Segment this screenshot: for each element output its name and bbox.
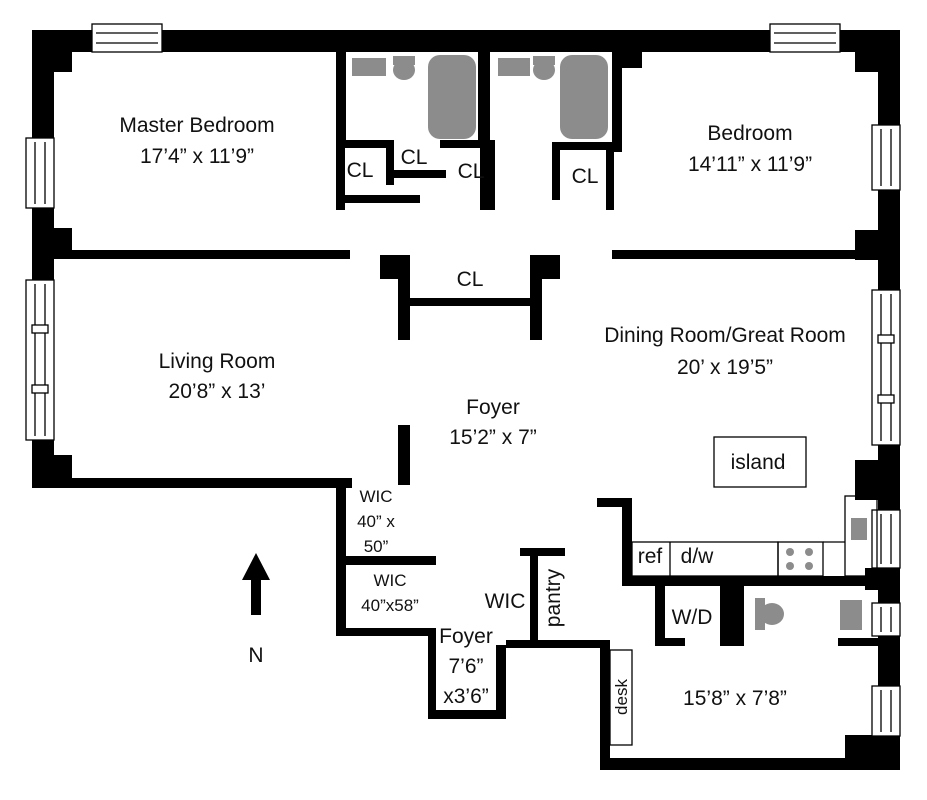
window-icon [871, 289, 901, 446]
island-label: island [731, 451, 786, 474]
room-dimensions: 14’11” x 11’9” [688, 153, 812, 176]
closet-label: WIC [373, 571, 406, 590]
room-dimensions: 15’2” x 7” [449, 426, 537, 449]
room-name: Master Bedroom [119, 114, 274, 137]
window-icon [871, 685, 901, 737]
window-icon [25, 279, 55, 441]
fixture-labels: island ref d/w W/D pantry desk [542, 451, 785, 715]
window-icon [871, 602, 901, 637]
kitchen-counter [631, 495, 878, 577]
room-dimensions: 20’8” x 13’ [169, 380, 266, 403]
closet-labels: CL CL CL CL CL WIC 40” x 50” WIC 40”x58”… [347, 146, 599, 615]
closet-dimensions: 50” [364, 537, 389, 556]
closet-label: CL [457, 268, 484, 291]
sink-icon [851, 518, 867, 540]
closet-label: CL [458, 160, 485, 183]
toilet-icon [533, 56, 555, 80]
dishwasher-label: d/w [681, 545, 715, 568]
room-dimensions: 20’ x 19’5” [677, 356, 773, 379]
bath-fixtures [352, 55, 867, 630]
closet-dimensions: 40” x [357, 512, 395, 531]
closet-dimensions: 40”x58” [361, 596, 419, 615]
toilet-icon [393, 56, 415, 80]
windows [25, 23, 901, 737]
stove-icon [786, 548, 813, 570]
room-name: Bedroom [707, 122, 792, 145]
room-name: Foyer [466, 396, 520, 419]
desk-counter [609, 649, 633, 746]
closet-label: CL [347, 159, 374, 182]
sink-icon [498, 58, 530, 76]
room-dimensions: 7’6” [448, 655, 483, 678]
closet-label: CL [572, 165, 599, 188]
bathtub-icon [560, 55, 608, 139]
window-icon [871, 509, 901, 569]
island [713, 436, 807, 488]
room-name: Foyer [439, 625, 493, 648]
window-icon [871, 124, 901, 191]
room-dimensions: 17’4” x 11’9” [140, 145, 254, 168]
room-name: Living Room [159, 350, 276, 373]
closet-label: CL [401, 146, 428, 169]
window-icon [769, 23, 841, 53]
room-dimensions: x3’6” [443, 685, 489, 708]
sink-icon [840, 600, 862, 630]
room-labels: Master Bedroom 17’4” x 11’9” Bedroom 14’… [119, 114, 845, 710]
window-icon [91, 23, 163, 53]
closet-label: WIC [485, 590, 526, 613]
window-icon [25, 137, 55, 209]
room-dimensions: 15’8” x 7’8” [683, 687, 787, 710]
desk-label: desk [612, 679, 631, 715]
north-arrow-icon [242, 553, 270, 615]
sink-icon [352, 58, 386, 76]
compass-label: N [248, 644, 263, 667]
washer-dryer-label: W/D [672, 606, 713, 629]
pantry-label: pantry [542, 568, 565, 627]
ref-label: ref [638, 545, 663, 568]
closet-label: WIC [359, 487, 392, 506]
toilet-icon [755, 598, 784, 630]
bathtub-icon [428, 55, 476, 139]
room-name: Dining Room/Great Room [604, 324, 846, 347]
